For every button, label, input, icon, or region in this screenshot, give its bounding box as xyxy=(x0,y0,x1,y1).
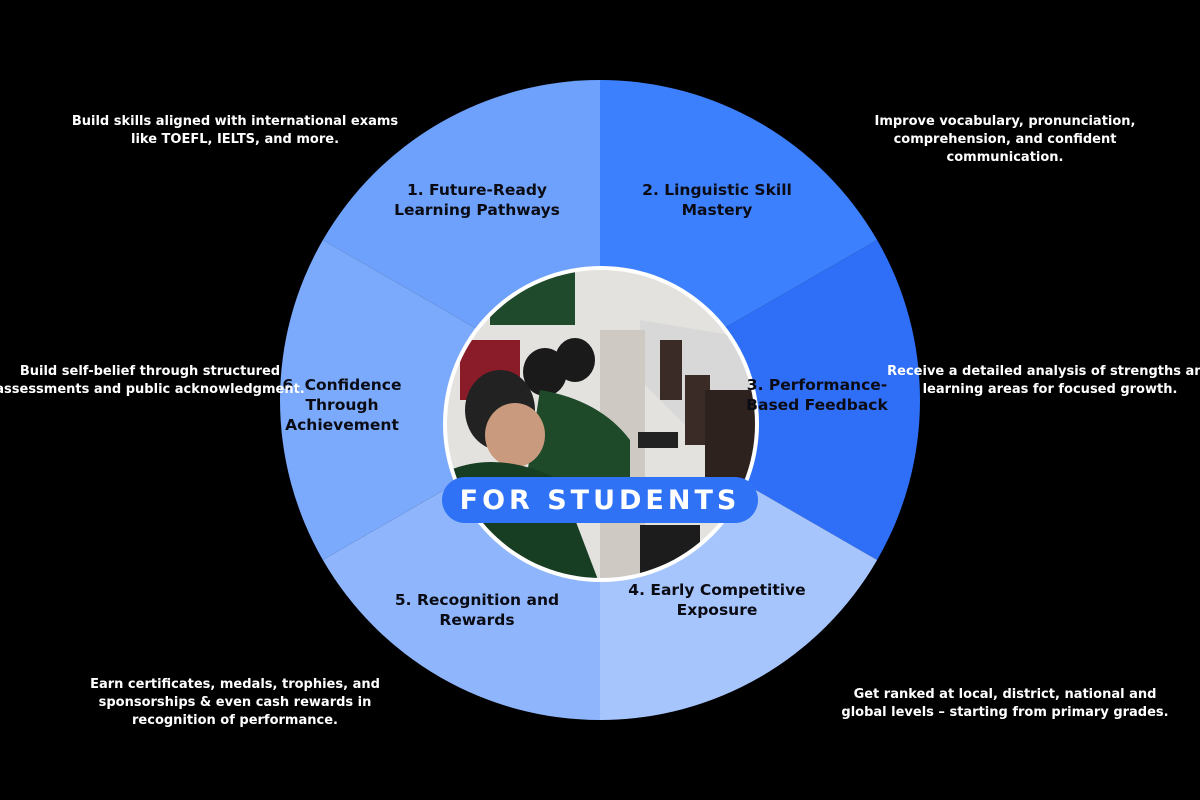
segment-description-3: Receive a detailed analysis of strengths… xyxy=(887,364,1200,397)
segment-description-6: Build self-belief through structured ass… xyxy=(0,364,305,397)
segment-description-2: Improve vocabulary, pronunciation, compr… xyxy=(874,114,1136,165)
segment-title-2: 2. Linguistic Skill Mastery xyxy=(642,181,792,219)
segment-description-4: Get ranked at local, district, national … xyxy=(841,687,1169,720)
segment-3 xyxy=(600,240,920,560)
segment-title-3: 3. Performance-Based Feedback xyxy=(746,376,888,414)
segment-description-5: Earn certificates, medals, trophies, and… xyxy=(90,677,380,728)
segment-title-1: 1. Future-Ready Learning Pathways xyxy=(394,181,560,219)
segment-title-6: 6. Confidence Through Achievement xyxy=(282,376,402,434)
segment-6 xyxy=(279,240,600,560)
segment-title-4: 4. Early Competitive Exposure xyxy=(628,581,806,619)
for-students-banner: FOR STUDENTS xyxy=(442,477,758,523)
segment-description-1: Build skills aligned with international … xyxy=(71,114,399,147)
segment-title-5: 5. Recognition and Rewards xyxy=(394,591,560,629)
